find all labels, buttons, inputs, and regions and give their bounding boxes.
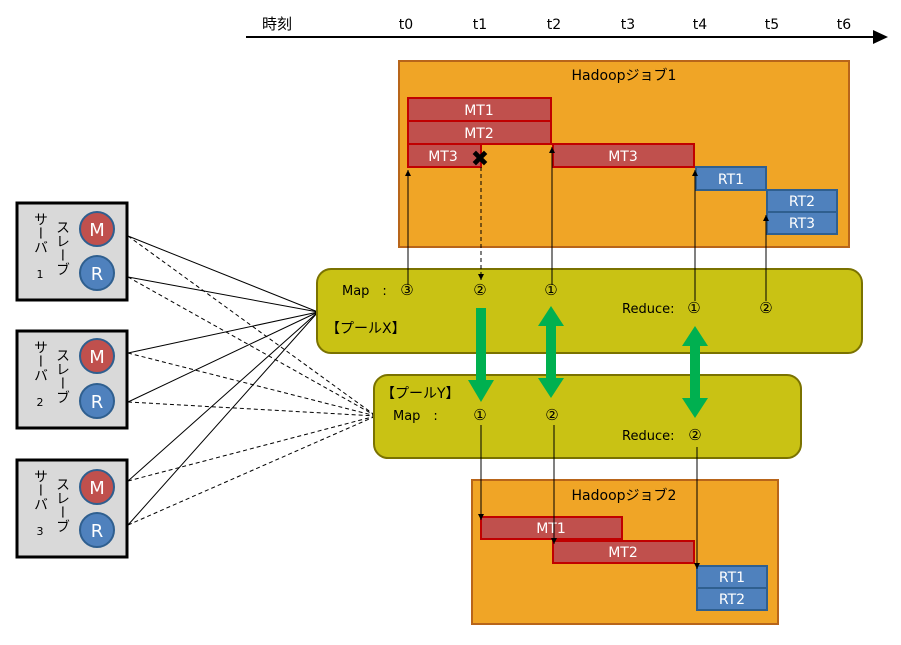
tick-t1: t1: [473, 17, 487, 33]
time-axis-arrowhead: [873, 30, 888, 44]
pool-x-map-label: Map :: [342, 284, 387, 299]
job1-task-mt3-failed-label: MT3: [428, 149, 458, 165]
tick-t5: t5: [765, 17, 779, 33]
tick-t0: t0: [399, 17, 413, 33]
server-3-line1: スレーブ: [54, 477, 70, 533]
pool-y-task-arrows: [478, 425, 700, 569]
pool-y: 【プールY】 Map : ① ② Reduce: ②: [373, 374, 802, 459]
pool-x: Map : ③ ② ① Reduce: ① ② 【プールX】: [316, 268, 863, 354]
server-2-m: M: [89, 347, 105, 368]
job2-task-mt2-label: MT2: [608, 545, 638, 561]
tick-t6: t6: [837, 17, 851, 33]
time-label: 時刻: [262, 15, 292, 33]
arrow-updown-icon: [682, 326, 708, 418]
pool-y-map-label: Map :: [393, 409, 438, 424]
slave-server-1: スレーブ サーバ 1 M R: [15, 201, 129, 302]
pool-y-map-t2: ②: [545, 406, 558, 424]
job2-task-rt2: [696, 587, 768, 611]
reduce-node-icon: [79, 383, 115, 419]
slave-server-3: スレーブ サーバ 3 M R: [15, 458, 129, 559]
server-1-line2: サーバ: [32, 212, 48, 254]
job2-task-rt2-label: RT2: [719, 592, 745, 608]
job1-task-mt1-label: MT1: [464, 103, 494, 119]
job-1-title: Hadoopジョブ1: [572, 67, 677, 84]
pool-y-reduce-label: Reduce:: [622, 429, 674, 444]
pool-x-reduce-t4: ①: [687, 299, 700, 317]
pool-x-reduce-label: Reduce:: [622, 302, 674, 317]
reduce-node-icon: [79, 255, 115, 291]
arrow-updown-icon: [538, 306, 564, 398]
connection-lines: [127, 235, 377, 526]
hadoop-job-1: Hadoopジョブ1 MT1 MT2 MT3 ✖ MT3 RT1 RT2 RT3: [398, 60, 850, 248]
pool-x-map-t0: ③: [400, 281, 413, 299]
job1-task-mt3-rerun-label: MT3: [608, 149, 638, 165]
pool-x-name: 【プールX】: [326, 321, 406, 337]
server-3-number: 3: [37, 525, 44, 538]
failure-cross-icon: ✖: [471, 147, 489, 172]
tick-t3: t3: [621, 17, 635, 33]
server-2-r: R: [91, 392, 104, 413]
server-1-r: R: [91, 264, 104, 285]
server-3-line2: サーバ: [32, 469, 48, 511]
job-2-title: Hadoopジョブ2: [572, 487, 677, 504]
map-node-icon: [79, 211, 115, 247]
pool-y-reduce-t4: ②: [688, 426, 701, 444]
map-node-icon: [79, 469, 115, 505]
pool-y-name: 【プールY】: [381, 386, 460, 402]
job2-task-mt1-label: MT1: [536, 521, 566, 537]
job2-task-rt1-label: RT1: [719, 570, 745, 586]
server-1-line1: スレーブ: [54, 220, 70, 276]
server-1-number: 1: [37, 268, 44, 281]
server-2-line2: サーバ: [32, 340, 48, 382]
arrow-down-icon: [468, 308, 494, 402]
job1-task-rt1-label: RT1: [718, 172, 744, 188]
tick-t4: t4: [693, 17, 707, 33]
timeline: 時刻 t0 t1 t2 t3 t4 t5 t6: [246, 15, 888, 44]
job1-task-rt3: [766, 211, 838, 235]
job2-task-mt2: [552, 540, 695, 564]
job1-task-rt1: [695, 166, 767, 191]
map-node-icon: [79, 338, 115, 374]
job1-task-mt2-label: MT2: [464, 126, 494, 142]
server-1-m: M: [89, 220, 105, 241]
job1-task-mt3-failed: [407, 143, 482, 168]
hadoop-job-2: Hadoopジョブ2 MT1 MT2 RT1 RT2: [471, 479, 779, 625]
job1-task-rt2-label: RT2: [789, 194, 815, 210]
job1-task-rt3-label: RT3: [789, 216, 815, 232]
pool-y-map-t1: ①: [473, 406, 486, 424]
server-2-number: 2: [37, 396, 44, 409]
pool-x-map-t2: ①: [544, 281, 557, 299]
green-transfer-arrows: [468, 306, 708, 418]
server-3-m: M: [89, 478, 105, 499]
pool-x-map-t1: ②: [473, 281, 486, 299]
slave-server-2: スレーブ サーバ 2 M R: [15, 329, 129, 430]
pool-x-task-arrows: [405, 147, 769, 301]
pool-x-reduce-t5: ②: [759, 299, 772, 317]
job1-task-mt3-rerun: [552, 143, 695, 168]
server-3-r: R: [91, 521, 104, 542]
reduce-node-icon: [79, 512, 115, 548]
tick-t2: t2: [547, 17, 561, 33]
server-2-line1: スレーブ: [54, 348, 70, 404]
